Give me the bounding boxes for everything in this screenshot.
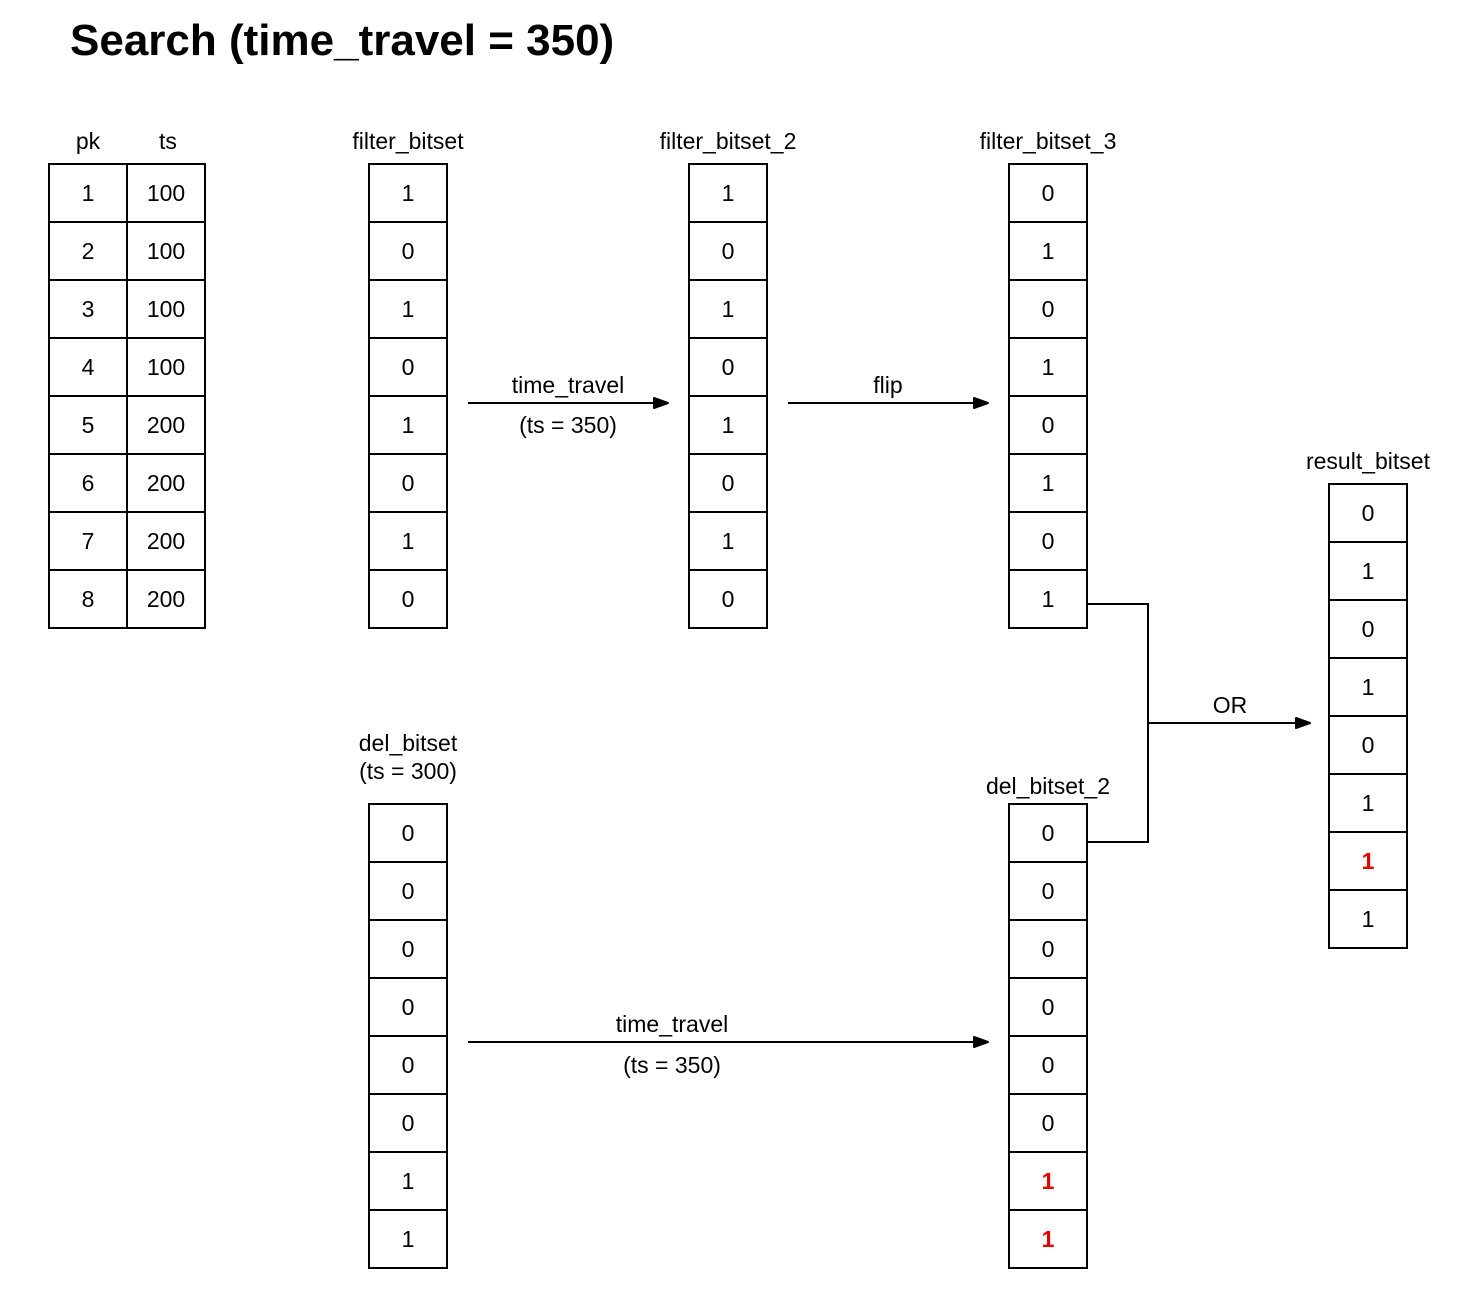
bit-cell: 1: [1328, 541, 1408, 601]
bit-cell: 0: [1008, 1093, 1088, 1153]
bit-cell: 0: [368, 977, 448, 1037]
bit-cell: 0: [368, 221, 448, 281]
flip-label: flip: [873, 372, 903, 398]
bit-cell: 0: [368, 919, 448, 979]
bit-cell: 1: [1328, 657, 1408, 717]
bit-cell: 1: [1328, 889, 1408, 949]
table-cell: 5: [48, 395, 128, 455]
bit-cell: 0: [368, 337, 448, 397]
or-junction-line: [1088, 603, 1149, 843]
table-cell: 100: [126, 337, 206, 397]
bit-cell: 0: [688, 569, 768, 629]
bit-cell: 1: [1328, 773, 1408, 833]
bit-cell: 0: [1008, 977, 1088, 1037]
table-cell: 8: [48, 569, 128, 629]
bit-cell: 0: [1008, 861, 1088, 921]
bit-cell: 1: [1008, 1209, 1088, 1269]
table-cell: 6: [48, 453, 128, 513]
bit-cell: 0: [1328, 483, 1408, 543]
time-travel-bottom-ts-label: (ts = 350): [623, 1052, 721, 1078]
table-cell: 7: [48, 511, 128, 571]
bit-cell: 0: [1008, 1035, 1088, 1095]
bit-cell: 0: [1008, 395, 1088, 455]
bit-cell: 1: [1008, 1151, 1088, 1211]
table-header-ts: ts: [159, 128, 177, 154]
del-bitset-2-label: del_bitset_2: [985, 773, 1111, 799]
table-cell: 2: [48, 221, 128, 281]
table-cell: 100: [126, 279, 206, 339]
bit-cell: 0: [1008, 163, 1088, 223]
bit-cell: 0: [368, 453, 448, 513]
bit-cell: 1: [688, 279, 768, 339]
bit-cell: 1: [1328, 831, 1408, 891]
bit-cell: 0: [688, 221, 768, 281]
bit-cell: 1: [1008, 221, 1088, 281]
bit-cell: 1: [688, 511, 768, 571]
filter-bitset-3-label: filter_bitset_3: [979, 128, 1117, 154]
bit-cell: 0: [1328, 715, 1408, 775]
bit-cell: 0: [368, 569, 448, 629]
bit-cell: 0: [1008, 279, 1088, 339]
table-cell: 200: [126, 453, 206, 513]
or-label: OR: [1212, 692, 1248, 718]
table-cell: 200: [126, 511, 206, 571]
page-title: Search (time_travel = 350): [70, 16, 615, 65]
bit-cell: 0: [368, 861, 448, 921]
bit-cell: 1: [1008, 453, 1088, 513]
table-cell: 1: [48, 163, 128, 223]
bit-cell: 1: [1008, 337, 1088, 397]
bit-cell: 0: [368, 1093, 448, 1153]
bit-cell: 0: [688, 337, 768, 397]
table-cell: 100: [126, 221, 206, 281]
bit-cell: 1: [688, 395, 768, 455]
table-cell: 200: [126, 569, 206, 629]
bit-cell: 1: [688, 163, 768, 223]
del-bitset-label: del_bitset: [358, 730, 458, 756]
table-cell: 4: [48, 337, 128, 397]
time-travel-top-label: time_travel: [511, 372, 625, 398]
bit-cell: 1: [368, 1209, 448, 1269]
bit-cell: 0: [688, 453, 768, 513]
bit-cell: 1: [368, 163, 448, 223]
bit-cell: 1: [368, 511, 448, 571]
filter-bitset-label: filter_bitset: [352, 128, 464, 154]
time-travel-top-ts-label: (ts = 350): [519, 412, 617, 438]
bit-cell: 1: [368, 395, 448, 455]
bit-cell: 0: [1008, 803, 1088, 863]
bit-cell: 0: [368, 1035, 448, 1095]
del-bitset-ts-label: (ts = 300): [359, 758, 457, 784]
table-header-pk: pk: [75, 128, 101, 154]
bit-cell: 1: [368, 1151, 448, 1211]
bit-cell: 0: [1328, 599, 1408, 659]
bit-cell: 0: [1008, 511, 1088, 571]
bit-cell: 1: [1008, 569, 1088, 629]
table-cell: 100: [126, 163, 206, 223]
table-cell: 3: [48, 279, 128, 339]
bit-cell: 0: [368, 803, 448, 863]
table-cell: 200: [126, 395, 206, 455]
filter-bitset-2-label: filter_bitset_2: [659, 128, 797, 154]
time-travel-bottom-label: time_travel: [615, 1011, 729, 1037]
bit-cell: 1: [368, 279, 448, 339]
result-bitset-label: result_bitset: [1305, 448, 1430, 474]
bit-cell: 0: [1008, 919, 1088, 979]
